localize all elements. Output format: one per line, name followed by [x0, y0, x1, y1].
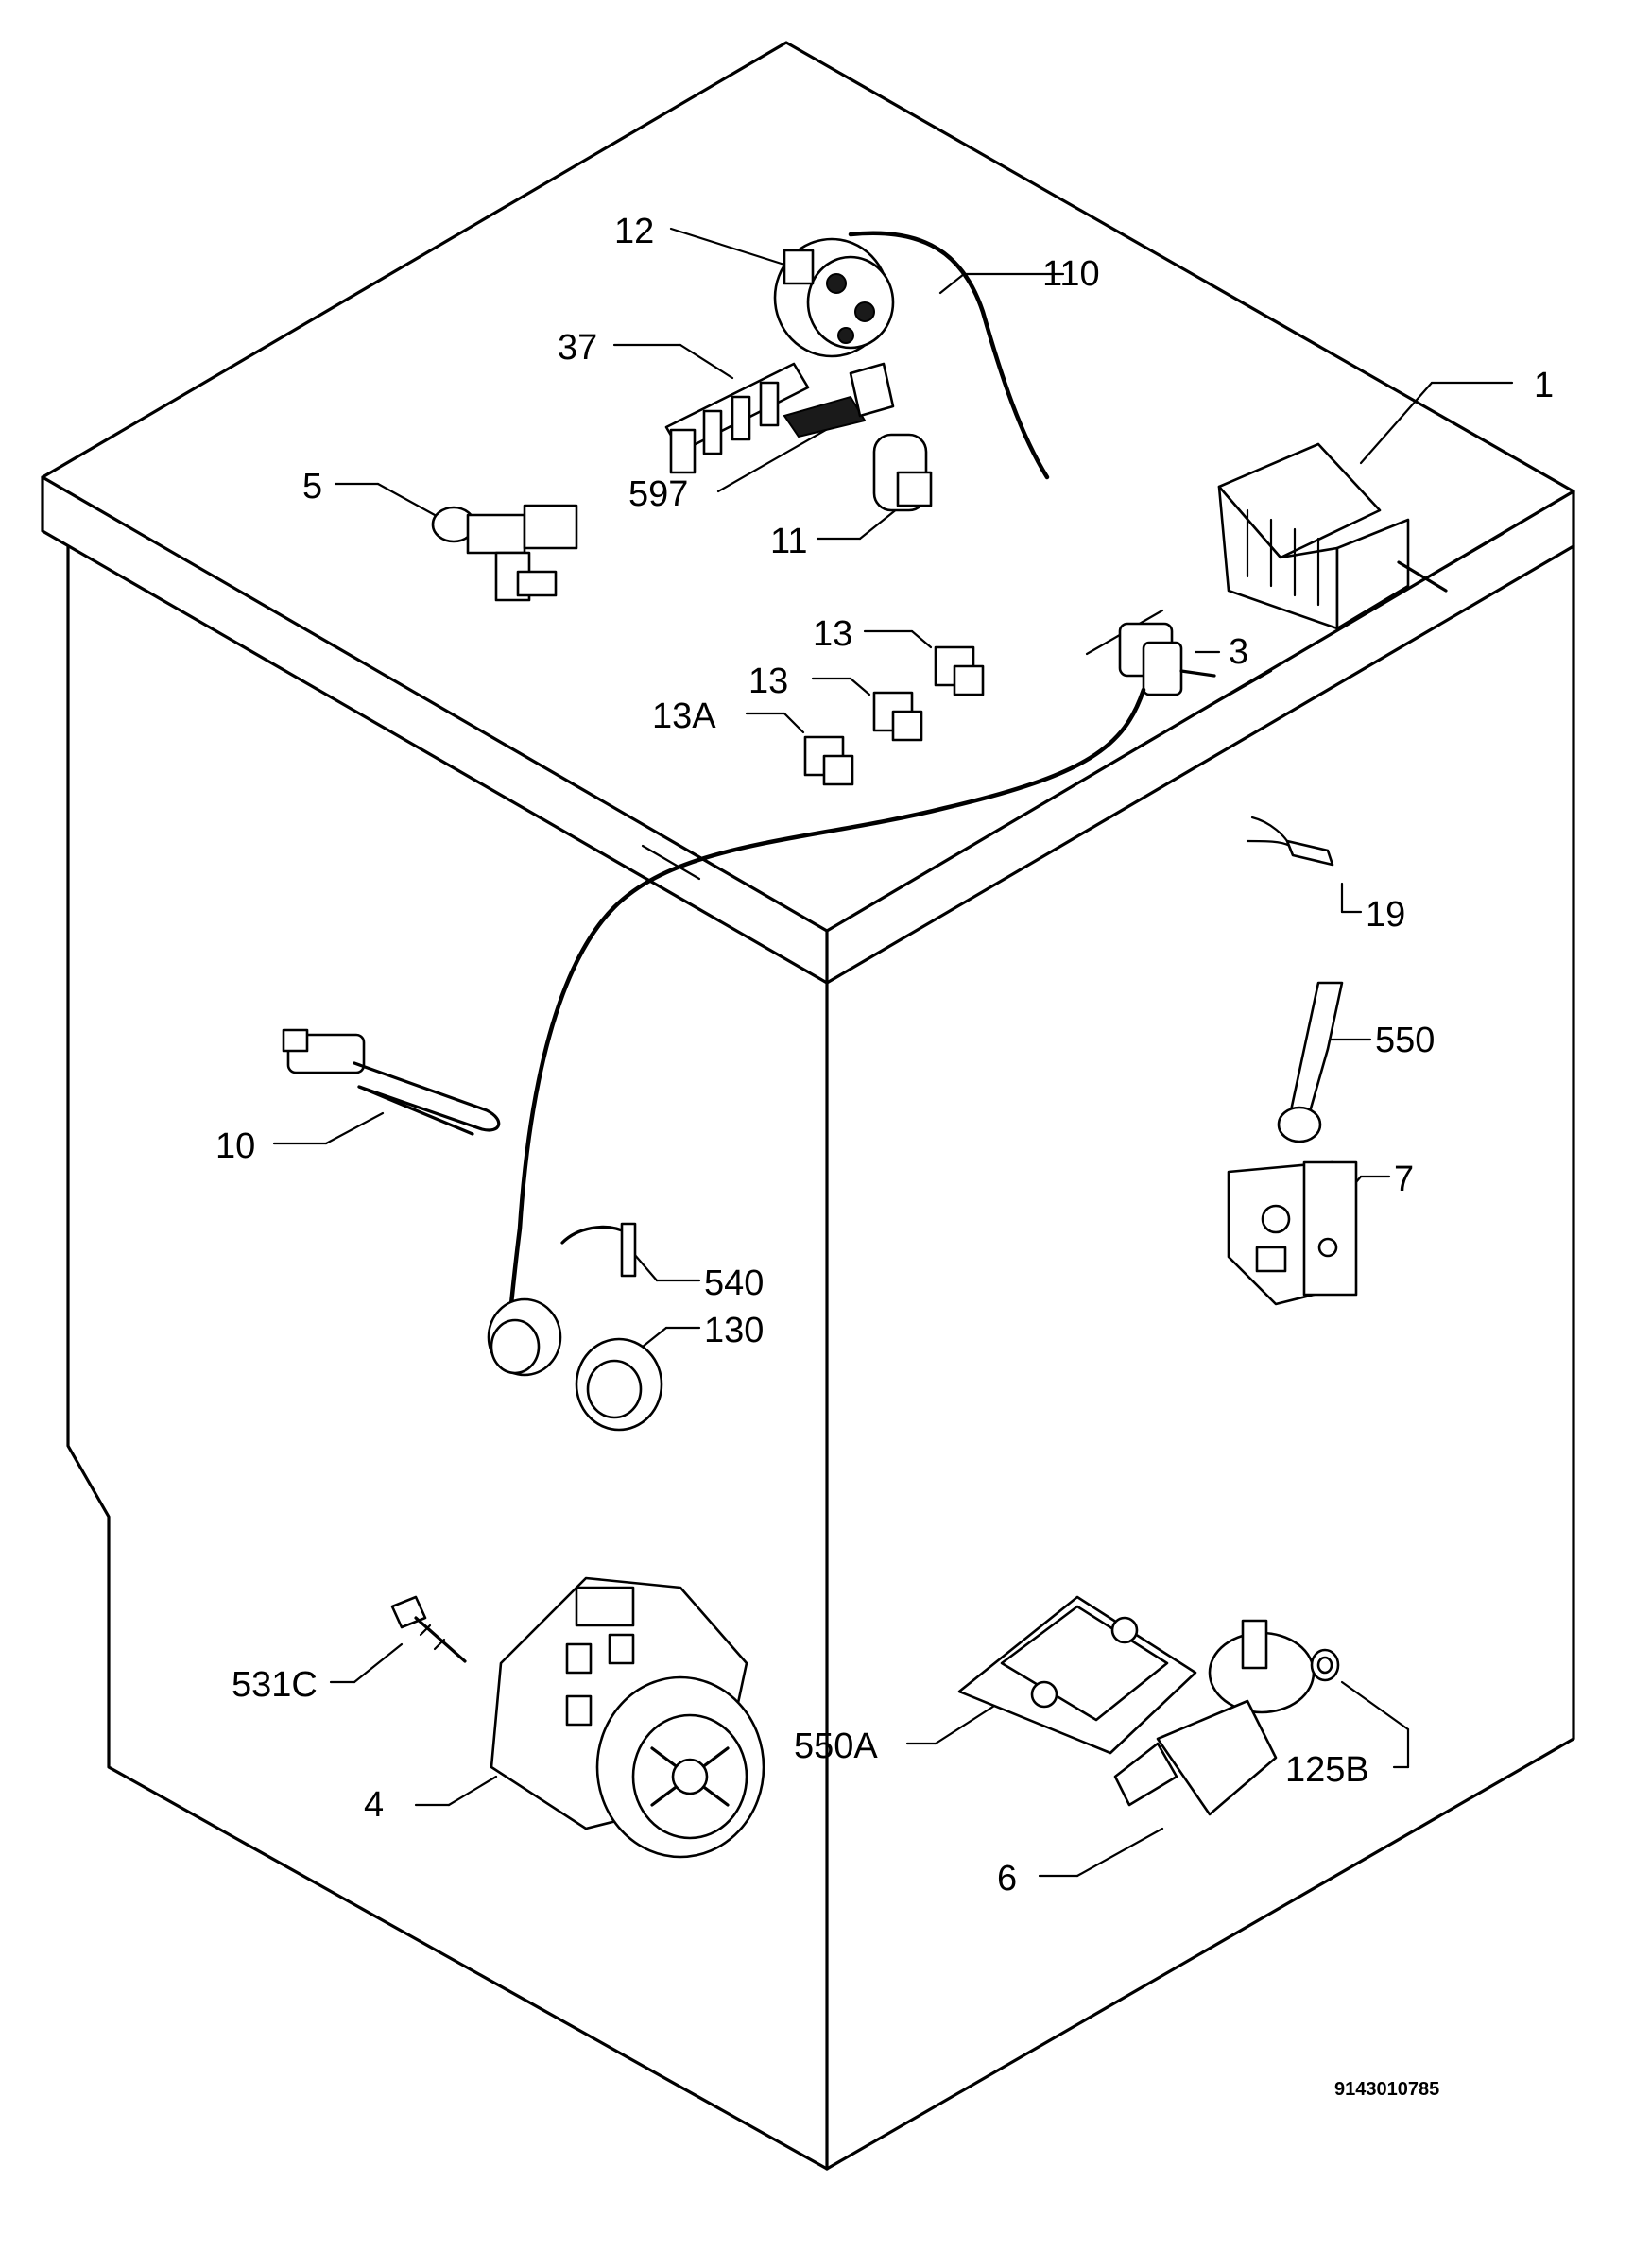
lever-part-550: [1277, 981, 1344, 1143]
connector-part-13-upper: [934, 645, 985, 696]
terminal-block-part-37: [664, 362, 810, 474]
clip-part-540: [560, 1222, 637, 1278]
switch-part-3: [1118, 622, 1216, 696]
washer-part-125B: [1310, 1648, 1340, 1682]
part-labels: 12 110 37 5 597 11 1 13 3 13 13A 19 550 …: [215, 212, 1554, 2100]
cabinet-left-side: [66, 544, 829, 2171]
label-110: 110: [1042, 254, 1100, 294]
cabinet-top-edge-left: [41, 475, 829, 985]
motor-part-4: [490, 1576, 765, 1859]
heating-element-part-10: [282, 1028, 501, 1136]
inlet-valve-part-5: [431, 504, 578, 602]
pressure-switch-part-12: [773, 237, 895, 358]
label-3: 3: [1229, 632, 1248, 672]
leader-lines: [272, 227, 1514, 1878]
inner-edge-line: [641, 844, 701, 881]
timer-part-1: [1217, 442, 1448, 630]
label-540: 540: [704, 1263, 764, 1303]
label-597: 597: [628, 474, 688, 514]
cabinet-top-edge-right: [825, 490, 1575, 985]
foam-pad-part-550A: [957, 1595, 1197, 1755]
label-11: 11: [770, 522, 807, 561]
label-5: 5: [302, 467, 322, 507]
label-7: 7: [1394, 1160, 1414, 1199]
label-130: 130: [704, 1311, 764, 1350]
label-13-upper: 13: [813, 614, 852, 654]
document-code: 9143010785: [1334, 2079, 1439, 2100]
connector-part-13-middle: [872, 691, 923, 742]
label-531C: 531C: [232, 1665, 318, 1705]
label-1: 1: [1534, 366, 1554, 405]
capacitor-part-11: [872, 433, 933, 512]
label-550A: 550A: [794, 1727, 878, 1766]
label-37: 37: [558, 328, 597, 368]
label-10: 10: [215, 1126, 255, 1166]
cable-grommet: [487, 1297, 562, 1377]
bracket-part-597: [783, 362, 895, 438]
cabinet-right-side: [825, 544, 1575, 2171]
inner-edge-line: [1444, 532, 1505, 569]
temperature-sensor-part-19: [1246, 816, 1334, 867]
drain-pump-part-6: [1113, 1619, 1316, 1816]
label-12: 12: [614, 212, 654, 251]
label-13A: 13A: [652, 696, 716, 736]
cabinet-outline: [41, 41, 1575, 2171]
label-550: 550: [1375, 1021, 1435, 1060]
switch-cable: [507, 687, 1146, 1316]
label-125B: 125B: [1285, 1750, 1369, 1790]
door-lock-part-7: [1227, 1160, 1358, 1306]
screw-part-531C: [390, 1595, 467, 1663]
grommet-part-130: [575, 1337, 663, 1432]
pressure-hose-part-110: [848, 231, 1050, 480]
label-13-middle: 13: [748, 662, 788, 701]
inner-edge-line: [1137, 669, 1273, 748]
label-4: 4: [364, 1785, 384, 1825]
connector-part-13A: [803, 735, 854, 786]
label-19: 19: [1366, 895, 1405, 935]
label-6: 6: [997, 1859, 1017, 1899]
